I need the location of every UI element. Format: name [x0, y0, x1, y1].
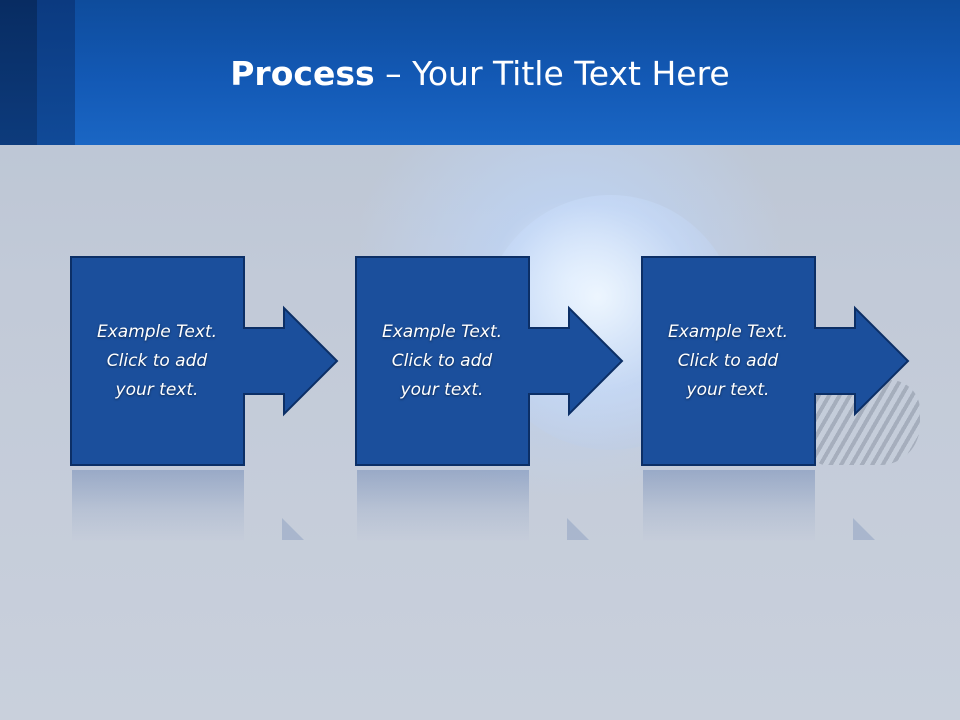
step-1-text[interactable]: Example Text. Click to add your text. — [70, 256, 244, 466]
step-3-text[interactable]: Example Text. Click to add your text. — [641, 256, 815, 466]
slide-title[interactable]: Process – Your Title Text Here — [0, 52, 960, 96]
step-2-arrow-shape — [355, 256, 624, 466]
step-2-reflection-box — [357, 470, 529, 542]
step-2-reflection — [355, 470, 625, 545]
step-1-reflection — [70, 470, 340, 545]
slide-title-bold: Process — [230, 54, 375, 93]
step-3-reflection — [641, 470, 911, 545]
slide-title-rest: – Your Title Text Here — [374, 54, 730, 93]
step-2-text[interactable]: Example Text. Click to add your text. — [355, 256, 529, 466]
step-2-line-2: Click to add — [391, 350, 493, 371]
process-step-2[interactable]: Example Text. Click to add your text. — [355, 256, 625, 468]
step-3-reflection-arrow — [853, 518, 875, 540]
step-3-line-1: Example Text. — [667, 321, 789, 342]
step-3-line-3: your text. — [686, 379, 770, 400]
step-1-reflection-arrow — [282, 518, 304, 540]
step-1-arrow-shape — [70, 256, 339, 466]
header-band: Process – Your Title Text Here — [0, 0, 960, 145]
process-step-1[interactable]: Example Text. Click to add your text. — [70, 256, 340, 468]
header-accent-strip-dark — [0, 0, 37, 145]
step-1-line-2: Click to add — [106, 350, 208, 371]
step-3-line-2: Click to add — [677, 350, 779, 371]
step-1-line-3: your text. — [115, 379, 199, 400]
header-accent-strip — [37, 0, 75, 145]
process-step-3[interactable]: Example Text. Click to add your text. — [641, 256, 911, 468]
step-2-reflection-arrow — [567, 518, 589, 540]
step-1-line-1: Example Text. — [96, 321, 218, 342]
step-3-arrow-shape — [641, 256, 910, 466]
step-2-line-1: Example Text. — [381, 321, 503, 342]
step-2-line-3: your text. — [400, 379, 484, 400]
step-3-reflection-box — [643, 470, 815, 542]
step-1-reflection-box — [72, 470, 244, 542]
